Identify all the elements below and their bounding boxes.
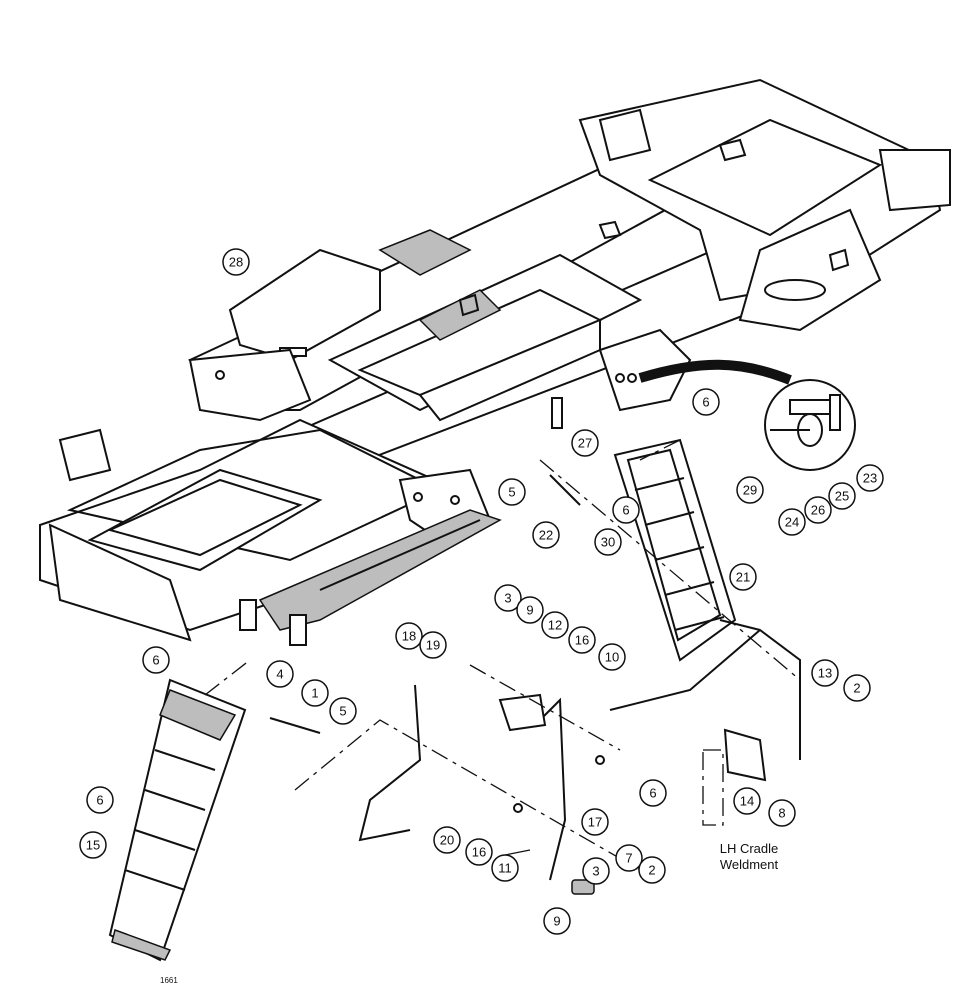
svg-text:23: 23 [863, 471, 877, 486]
svg-text:6: 6 [649, 786, 656, 801]
svg-text:21: 21 [736, 570, 750, 585]
svg-text:19: 19 [426, 638, 440, 653]
front-ladder [108, 678, 247, 962]
svg-text:1: 1 [311, 686, 318, 701]
callout-8: 8 [768, 799, 796, 827]
callout-16a: 16 [568, 626, 596, 654]
svg-text:6: 6 [96, 793, 103, 808]
callout-9a: 9 [516, 596, 544, 624]
callout-3b: 3 [582, 857, 610, 885]
svg-text:6: 6 [622, 503, 629, 518]
callout-9b: 9 [543, 907, 571, 935]
svg-text:20: 20 [440, 833, 454, 848]
callout-2a: 2 [843, 674, 871, 702]
callout-23: 23 [856, 464, 884, 492]
callout-30: 30 [594, 528, 622, 556]
svg-text:3: 3 [504, 591, 511, 606]
svg-text:27: 27 [578, 436, 592, 451]
hardware [269, 474, 605, 895]
callout-2b: 2 [638, 856, 666, 884]
svg-text:17: 17 [588, 815, 602, 830]
pivot-detail-inset [638, 359, 856, 471]
callout-6c: 6 [142, 646, 170, 674]
callout-21: 21 [729, 563, 757, 591]
callout-6e: 6 [639, 779, 667, 807]
callout-25: 25 [828, 482, 856, 510]
callout-6d: 6 [86, 786, 114, 814]
svg-text:6: 6 [152, 653, 159, 668]
callout-10: 10 [598, 643, 626, 671]
svg-text:30: 30 [601, 535, 615, 550]
svg-text:8: 8 [778, 806, 785, 821]
svg-text:10: 10 [605, 650, 619, 665]
callout-26: 26 [804, 496, 832, 524]
svg-text:13: 13 [818, 666, 832, 681]
callout-17: 17 [581, 808, 609, 836]
svg-text:11: 11 [498, 861, 512, 876]
leader-lines [204, 439, 801, 871]
svg-text:16: 16 [575, 633, 589, 648]
callout-6b: 6 [612, 496, 640, 524]
svg-text:14: 14 [740, 794, 754, 809]
callout-12: 12 [541, 611, 569, 639]
callout-5b: 5 [329, 697, 357, 725]
svg-text:2: 2 [648, 863, 655, 878]
callout-14: 14 [733, 787, 761, 815]
callout-20: 20 [433, 826, 461, 854]
svg-text:5: 5 [508, 485, 515, 500]
svg-text:16: 16 [472, 845, 486, 860]
svg-text:3: 3 [592, 864, 599, 879]
callout-4: 4 [266, 660, 294, 688]
callout-label: 28 [229, 255, 243, 270]
callout-24: 24 [778, 508, 806, 536]
callout-3a: 3 [494, 584, 522, 612]
svg-text:5: 5 [339, 704, 346, 719]
svg-text:12: 12 [548, 618, 562, 633]
figure-number: 1661 [160, 976, 178, 985]
svg-text:7: 7 [625, 851, 632, 866]
svg-text:9: 9 [526, 603, 533, 618]
callout-11: 11 [491, 854, 519, 882]
svg-text:22: 22 [539, 528, 553, 543]
callout-19: 19 [419, 631, 447, 659]
svg-text:18: 18 [402, 629, 416, 644]
callout-6a: 6 [692, 388, 720, 416]
svg-text:15: 15 [86, 838, 100, 853]
handrails [358, 619, 801, 881]
svg-text:26: 26 [811, 503, 825, 518]
callout-1: 1 [301, 679, 329, 707]
svg-text:4: 4 [276, 667, 283, 682]
callout-15: 15 [79, 831, 107, 859]
svg-text:6: 6 [702, 395, 709, 410]
lh-cradle-weldment [702, 728, 767, 826]
callout-28: 28 [222, 248, 250, 276]
svg-text:25: 25 [835, 489, 849, 504]
callout-29: 29 [736, 476, 764, 504]
frame-weldment [39, 78, 951, 646]
svg-text:9: 9 [553, 914, 560, 929]
callout-27: 27 [571, 429, 599, 457]
rear-ladder [613, 438, 737, 662]
callout-22: 22 [532, 521, 560, 549]
callout-18: 18 [395, 622, 423, 650]
callout-16b: 16 [465, 838, 493, 866]
svg-text:29: 29 [743, 483, 757, 498]
cradle-label-line1: LH Cradle [720, 841, 779, 856]
svg-text:2: 2 [853, 681, 860, 696]
cradle-label-line2: Weldment [720, 857, 779, 872]
svg-text:24: 24 [785, 515, 799, 530]
callout-7: 7 [615, 844, 643, 872]
callout-13: 13 [811, 659, 839, 687]
callout-5a: 5 [498, 478, 526, 506]
